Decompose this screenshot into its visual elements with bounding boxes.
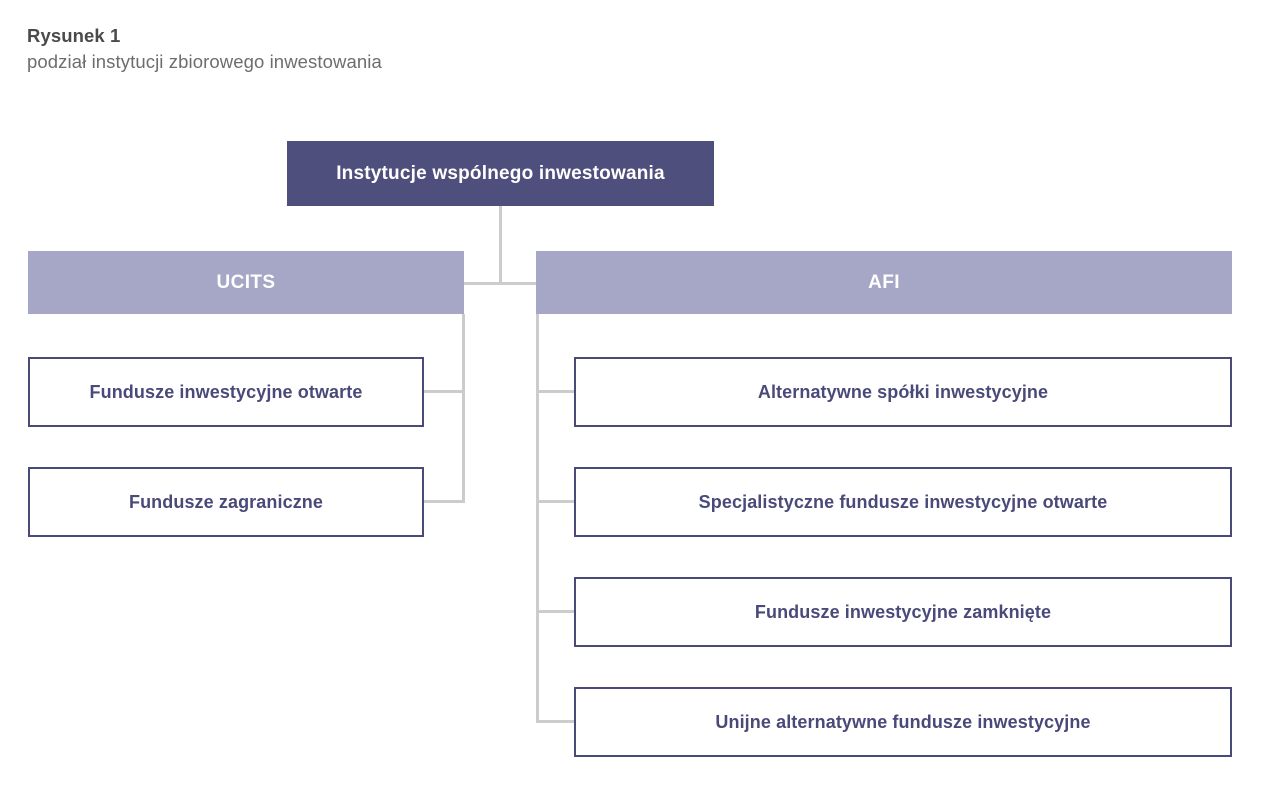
connector-root-stem — [499, 206, 502, 285]
connector-afi-stub-4 — [536, 720, 576, 723]
connector-root-split-bar — [464, 282, 538, 285]
figure-caption: Rysunek 1 podział instytucji zbiorowego … — [27, 24, 727, 75]
connector-afi-stub-2 — [536, 500, 576, 503]
node-leaf-label: Fundusze inwestycyjne otwarte — [89, 381, 363, 402]
connector-ucits-stub-1 — [424, 390, 464, 393]
connector-afi-trunk — [536, 314, 539, 723]
node-leaf-fundusze-inwestycyjne-zamkniete[interactable]: Fundusze inwestycyjne zamknięte — [574, 577, 1232, 647]
node-root-label: Instytucje wspólnego inwestowania — [336, 162, 665, 184]
node-leaf-label: Unijne alternatywne fundusze inwestycyjn… — [715, 711, 1091, 732]
connector-ucits-stub-2 — [424, 500, 464, 503]
node-leaf-alternatywne-spolki-inwestycyjne[interactable]: Alternatywne spółki inwestycyjne — [574, 357, 1232, 427]
page-title: Rysunek 1 — [27, 25, 121, 46]
node-root-instytucje-wspolnego-inwestowania[interactable]: Instytucje wspólnego inwestowania — [287, 141, 714, 206]
node-leaf-label: Specjalistyczne fundusze inwestycyjne ot… — [698, 491, 1108, 512]
node-leaf-fundusze-zagraniczne[interactable]: Fundusze zagraniczne — [28, 467, 424, 537]
node-leaf-label: Fundusze zagraniczne — [128, 491, 324, 512]
node-category-afi[interactable]: AFI — [536, 251, 1232, 314]
connector-ucits-trunk — [462, 314, 465, 503]
node-category-afi-label: AFI — [868, 271, 900, 293]
node-category-ucits[interactable]: UCITS — [28, 251, 464, 314]
connector-afi-stub-1 — [536, 390, 576, 393]
node-leaf-label: Alternatywne spółki inwestycyjne — [757, 381, 1049, 402]
node-leaf-fundusze-inwestycyjne-otwarte[interactable]: Fundusze inwestycyjne otwarte — [28, 357, 424, 427]
node-leaf-unijne-alternatywne-fundusze-inwestycyjne[interactable]: Unijne alternatywne fundusze inwestycyjn… — [574, 687, 1232, 757]
connector-afi-stub-3 — [536, 610, 576, 613]
node-leaf-label: Fundusze inwestycyjne zamknięte — [754, 601, 1052, 622]
node-leaf-specjalistyczne-fundusze-inwestycyjne-otwarte[interactable]: Specjalistyczne fundusze inwestycyjne ot… — [574, 467, 1232, 537]
figure-subtitle: podział instytucji zbiorowego inwestowan… — [27, 51, 382, 73]
node-category-ucits-label: UCITS — [216, 271, 276, 293]
